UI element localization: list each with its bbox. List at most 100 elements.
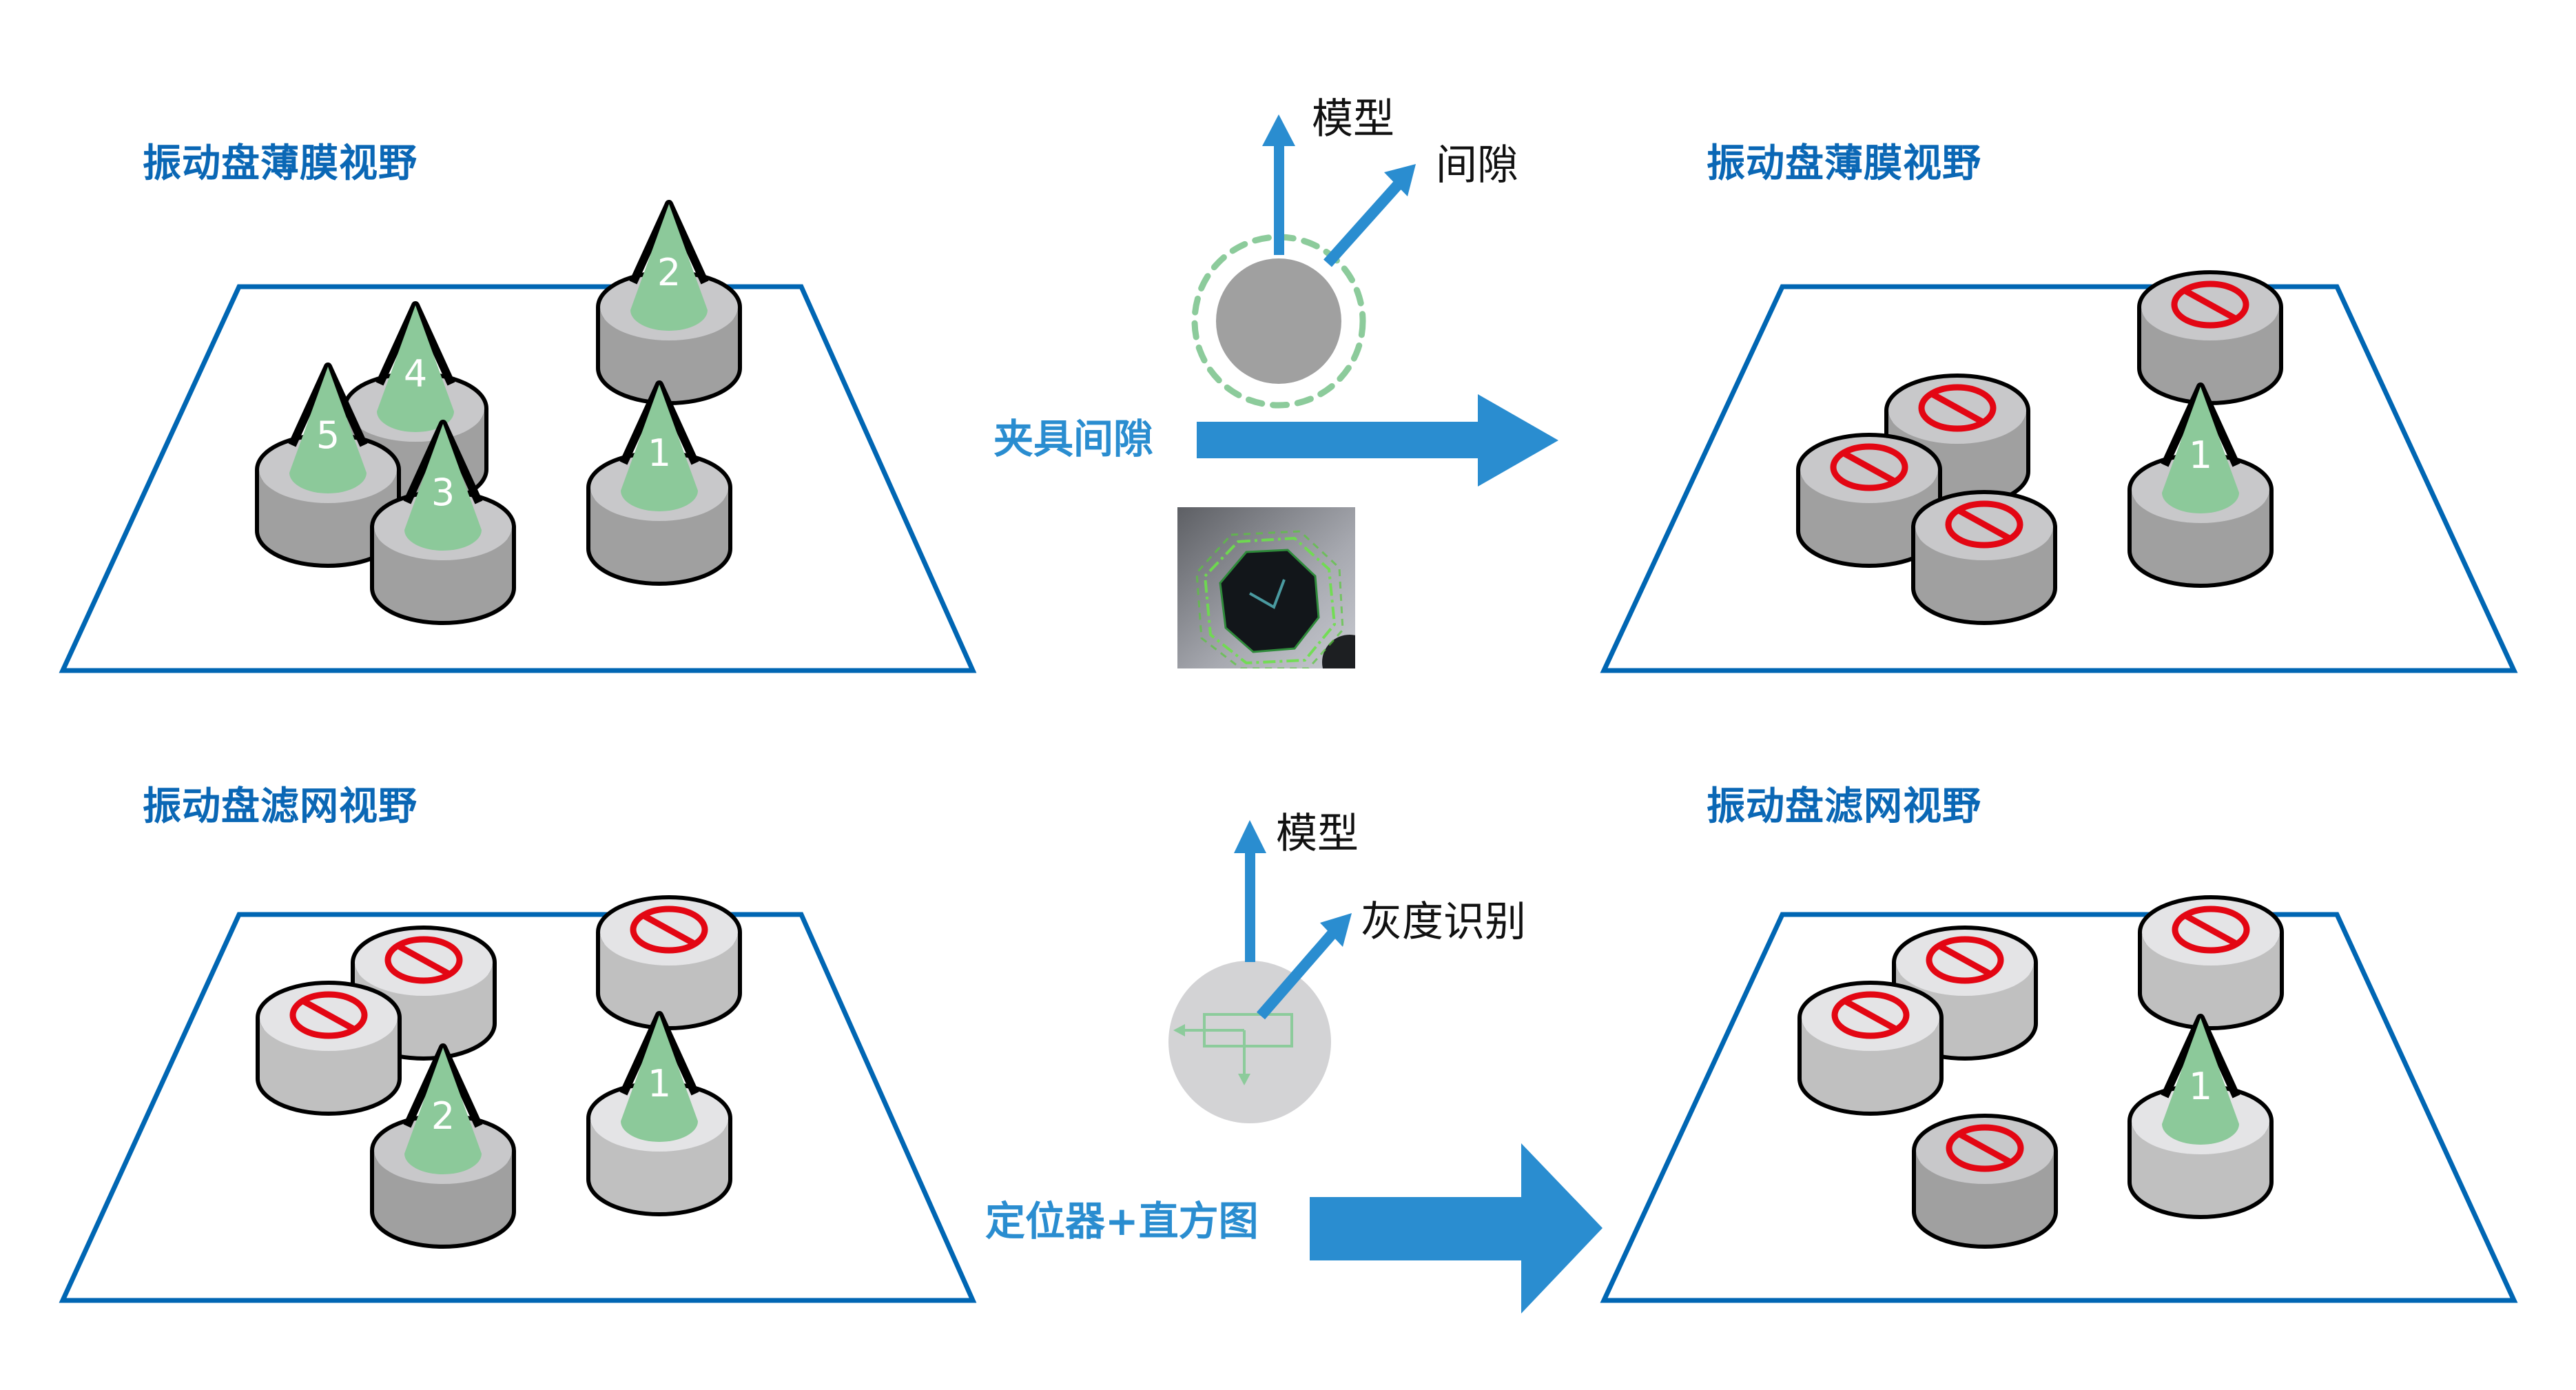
part-with-cone: 1 xyxy=(2127,382,2274,588)
plate-top-left xyxy=(59,284,977,673)
gap-diagram xyxy=(1191,114,1416,409)
prohibit-icon xyxy=(1918,384,1997,432)
part-number-label: 1 xyxy=(648,1062,671,1105)
step-label-locator-histogram: 定位器+直方图 xyxy=(985,1198,1259,1245)
part-with-cone: 2 xyxy=(370,1043,516,1249)
cylinder-body xyxy=(2141,307,2279,401)
axis-diag-arrow xyxy=(1323,164,1416,267)
cylinder-body xyxy=(600,932,738,1026)
cylinder-body xyxy=(2142,932,2280,1026)
prohibit-slash xyxy=(395,943,452,977)
cylinder-body xyxy=(590,1118,728,1212)
prohibit-icon xyxy=(1926,936,2004,984)
cone-icon xyxy=(289,367,367,493)
part-number-label: 4 xyxy=(404,352,427,396)
model-disc xyxy=(1216,258,1341,384)
part-number-label: 1 xyxy=(2189,433,2212,477)
part-number-label: 1 xyxy=(2189,1065,2212,1108)
part-prohibited xyxy=(1912,1114,2058,1249)
cone-icon xyxy=(2162,387,2239,513)
part-number-label: 1 xyxy=(648,431,671,475)
cone-icon xyxy=(621,385,698,511)
plate-top-right xyxy=(1600,284,2518,673)
panel-top-left-parts: 2 4 5 1 3 xyxy=(255,200,742,625)
panel-bottom-left-parts: 12 xyxy=(256,895,742,1249)
cylinder-body xyxy=(2132,1121,2269,1215)
part-prohibited xyxy=(596,895,742,1030)
cylinder-body xyxy=(2132,490,2269,584)
panel-title-top-left: 振动盘薄膜视野 xyxy=(143,141,418,186)
prohibit-slash xyxy=(1842,998,1899,1032)
plate-bottom-right xyxy=(1600,912,2518,1303)
cylinder-body xyxy=(1916,1151,2054,1245)
part-with-cone: 1 xyxy=(586,1011,732,1216)
plate-bottom-left xyxy=(59,912,977,1303)
part-prohibited xyxy=(1911,490,2057,625)
cylinder-body xyxy=(590,488,728,582)
prohibit-slash xyxy=(1937,943,1993,977)
cylinder-body xyxy=(600,307,738,401)
prohibit-slash xyxy=(641,912,697,947)
model-disc-light xyxy=(1168,961,1331,1123)
prohibit-icon xyxy=(1945,500,2023,549)
cylinder-body xyxy=(1915,527,2053,621)
cylinder-body xyxy=(1800,470,1938,564)
cone-icon xyxy=(377,305,454,432)
part-number-label: 5 xyxy=(316,413,340,457)
axis-label-gap: 间隙 xyxy=(1436,141,1518,190)
part-number-label: 2 xyxy=(431,1094,455,1138)
part-number-label: 2 xyxy=(657,251,681,294)
cylinder-body xyxy=(374,1151,512,1245)
cone-icon xyxy=(2162,1018,2239,1145)
part-prohibited xyxy=(256,981,402,1116)
panel-top-right-parts: 1 xyxy=(1796,270,2283,625)
cylinder-body xyxy=(259,470,397,564)
locator-icon xyxy=(1173,1013,1293,1085)
prohibit-icon xyxy=(1946,1124,2024,1172)
cylinder-body xyxy=(374,527,512,621)
axis-diag-arrow xyxy=(1256,913,1352,1020)
prohibit-icon xyxy=(384,936,463,984)
part-prohibited xyxy=(2137,270,2283,405)
cone-icon xyxy=(630,204,708,331)
panel-bottom-right-parts: 1 xyxy=(1797,895,2284,1249)
prohibit-icon xyxy=(630,906,708,954)
prohibit-slash xyxy=(1956,507,2012,542)
part-prohibited xyxy=(2138,895,2284,1030)
part-with-cone: 3 xyxy=(370,420,516,625)
panel-title-bottom-right: 振动盘滤网视野 xyxy=(1707,784,1981,829)
prohibit-icon xyxy=(2172,906,2250,954)
cone-icon xyxy=(404,424,482,551)
panel-title-bottom-left: 振动盘滤网视野 xyxy=(143,784,418,829)
prohibit-slash xyxy=(1957,1131,2013,1165)
step-label-fixture-gap: 夹具间隙 xyxy=(993,416,1154,462)
prohibit-slash xyxy=(1929,391,1986,425)
axis-label-model-bottom: 模型 xyxy=(1276,810,1359,858)
axis-up-arrow xyxy=(1234,820,1266,962)
panel-title-top-right: 振动盘薄膜视野 xyxy=(1707,141,1981,186)
prohibit-icon xyxy=(1830,443,1908,491)
prohibit-icon xyxy=(1831,991,1910,1039)
grayscale-diagram xyxy=(1168,820,1352,1123)
cone-icon xyxy=(621,1015,698,1142)
part-number-label: 3 xyxy=(431,471,455,514)
prohibit-slash xyxy=(300,998,357,1032)
part-with-cone: 2 xyxy=(596,200,742,405)
part-prohibited xyxy=(1796,433,1942,568)
part-with-cone: 1 xyxy=(2127,1014,2274,1219)
axis-up-arrow xyxy=(1262,114,1295,255)
cone-icon xyxy=(404,1047,482,1174)
prohibit-slash xyxy=(2182,287,2238,322)
process-arrow-top xyxy=(1197,394,1558,487)
prohibit-icon xyxy=(289,991,368,1039)
detection-thumbnail xyxy=(1177,507,1355,668)
axis-label-model-top: 模型 xyxy=(1312,95,1394,143)
prohibit-icon xyxy=(2171,280,2249,329)
prohibit-slash xyxy=(2183,912,2239,947)
process-arrow-bottom xyxy=(1310,1143,1603,1314)
part-with-cone: 1 xyxy=(586,380,732,586)
part-prohibited xyxy=(1797,981,1944,1116)
axis-label-grayscale-recognition: 灰度识别 xyxy=(1361,898,1526,946)
